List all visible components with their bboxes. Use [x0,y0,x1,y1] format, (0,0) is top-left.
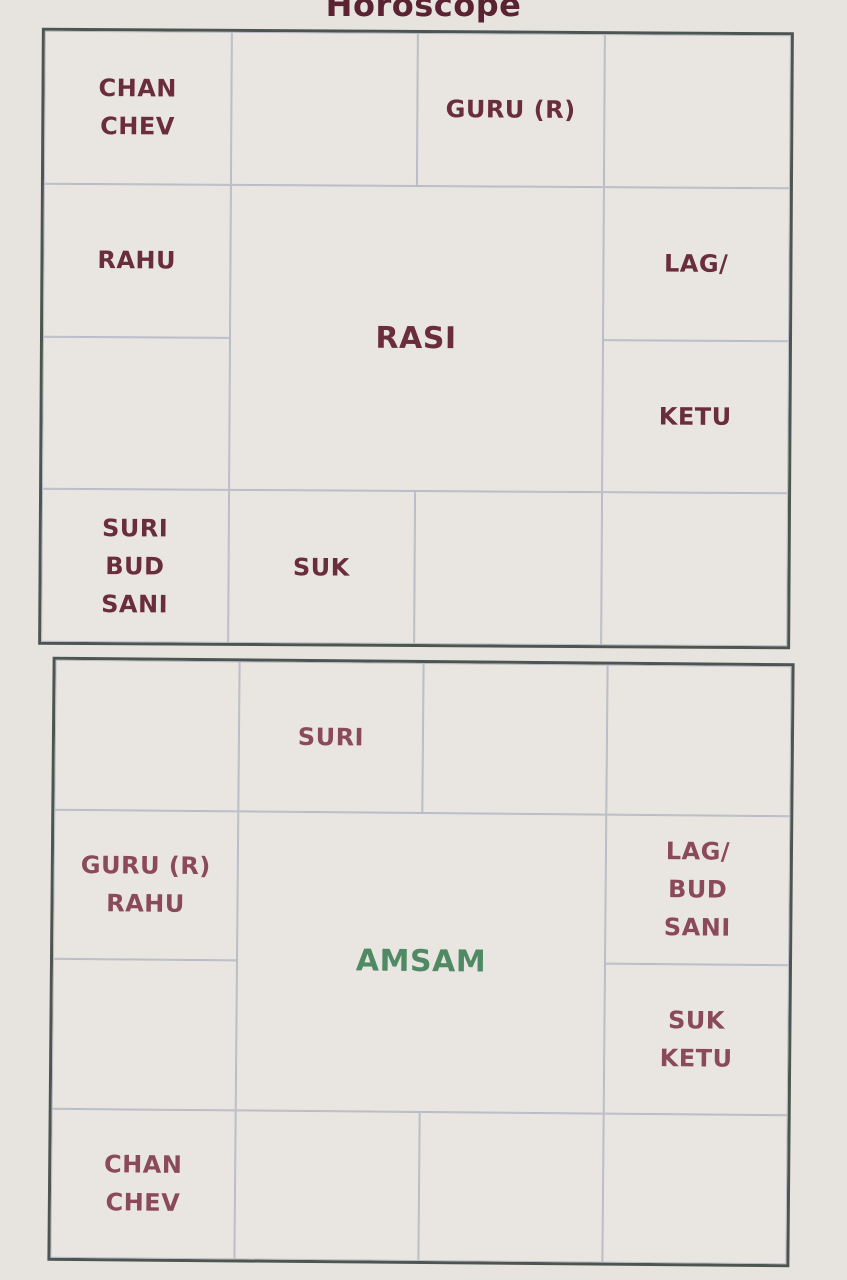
rasi-house-r1c1: CHAN CHEV [43,30,232,185]
rasi-house-r2c4: LAG/ [602,186,790,341]
planet-label: SANI [663,913,731,942]
planet-label: CHEV [100,112,175,141]
rasi-chart-label: RASI [228,184,604,493]
planet-label: SUK [667,1005,726,1035]
planet-label: CHAN [103,1150,183,1180]
rasi-house-r2c1: RAHU [43,183,231,338]
amsam-house-r2c4: LAG/BUD SANI [604,814,791,966]
planet-label: SURI [297,722,365,752]
amsam-house-r4c4 [602,1113,788,1265]
planet-label: SUK [292,552,350,582]
planet-label: RAHU [106,889,185,919]
rasi-house-r3c1 [42,336,230,491]
planet-label: CHEV [105,1188,181,1218]
amsam-chart-label: AMSAM [235,810,607,1114]
planet-label: LAG/ [663,249,729,279]
planet-label: BUD [105,551,165,581]
rasi-house-r4c4 [600,492,789,647]
rasi-house-r1c2 [230,31,418,186]
amsam-house-r1c1 [54,659,240,811]
planet-label: SURI [101,513,169,543]
rasi-house-r4c2: SUK [227,490,416,644]
planet-label: RAHU [97,246,177,275]
rasi-house-r3c4: KETU [601,339,789,494]
page-title: Horoscope [325,0,522,24]
amsam-house-r4c1: CHAN CHEV [50,1108,236,1260]
planet-label: CHAN [98,74,178,103]
rasi-house-r4c1: SURI BUD SANI [41,488,229,643]
amsam-house-r1c3 [422,663,608,815]
planet-label: LAG/ [665,837,731,866]
rasi-house-r4c3 [414,491,602,646]
rasi-house-r1c4 [603,34,791,189]
amsam-chart: SURI GURU (R) RAHU AMSAM LAG/BUD SANI SUK K… [47,656,795,1268]
planet-label: KETU [659,1043,733,1073]
rasi-house-r1c3: GURU (R) [416,33,605,187]
planet-label: GURU (R) [445,95,576,125]
amsam-house-r1c4 [606,664,792,816]
rasi-chart: CHAN CHEV GURU (R) RAHU RASI LAG/ KETU SU… [38,27,794,650]
amsam-house-r4c3 [418,1111,604,1263]
planet-label: BUD [667,875,728,904]
amsam-house-r4c2 [234,1109,420,1261]
planet-label: GURU (R) [80,851,211,881]
amsam-house-r1c2: SURI [238,661,424,813]
planet-label: KETU [658,402,732,431]
planet-label: SANI [101,589,169,619]
amsam-house-r3c1 [51,958,238,1110]
amsam-house-r3c4: SUK KETU [603,963,789,1115]
amsam-house-r2c1: GURU (R) RAHU [53,809,239,961]
